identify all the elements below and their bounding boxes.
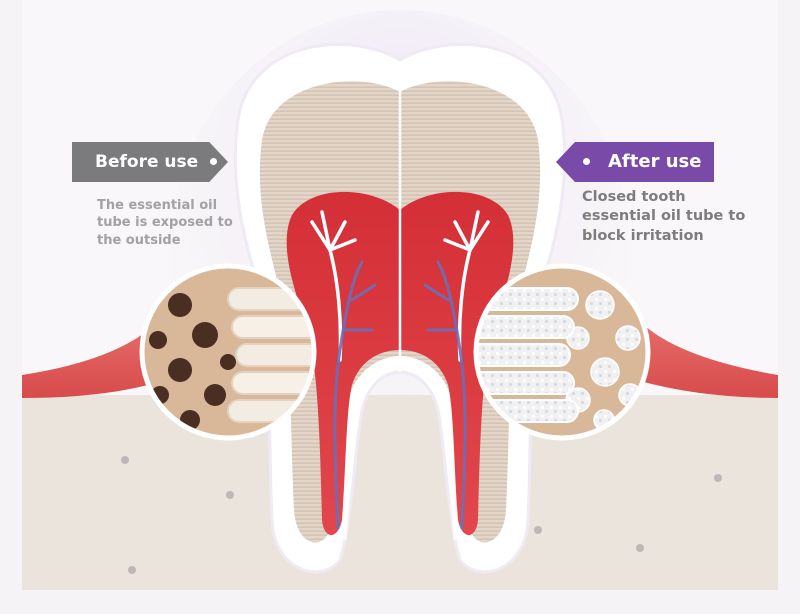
after-use-title: After use: [608, 151, 702, 172]
tooth-pulp: [286, 191, 514, 535]
open-dentin-tubules-icon: [142, 266, 314, 438]
bullet-dot-icon: [583, 158, 590, 165]
after-use-description: Closed tooth essential oil tube to block…: [582, 189, 746, 244]
after-use-tag: After use: [556, 142, 714, 182]
before-use-description: The essential oil tube is exposed to the…: [97, 198, 233, 248]
before-use-tag: Before use: [72, 142, 228, 182]
sealed-dentin-tubules-icon: [476, 266, 648, 438]
before-use-title: Before use: [95, 152, 199, 172]
bullet-dot-icon: [210, 158, 217, 165]
blood-vessels: [333, 260, 467, 530]
